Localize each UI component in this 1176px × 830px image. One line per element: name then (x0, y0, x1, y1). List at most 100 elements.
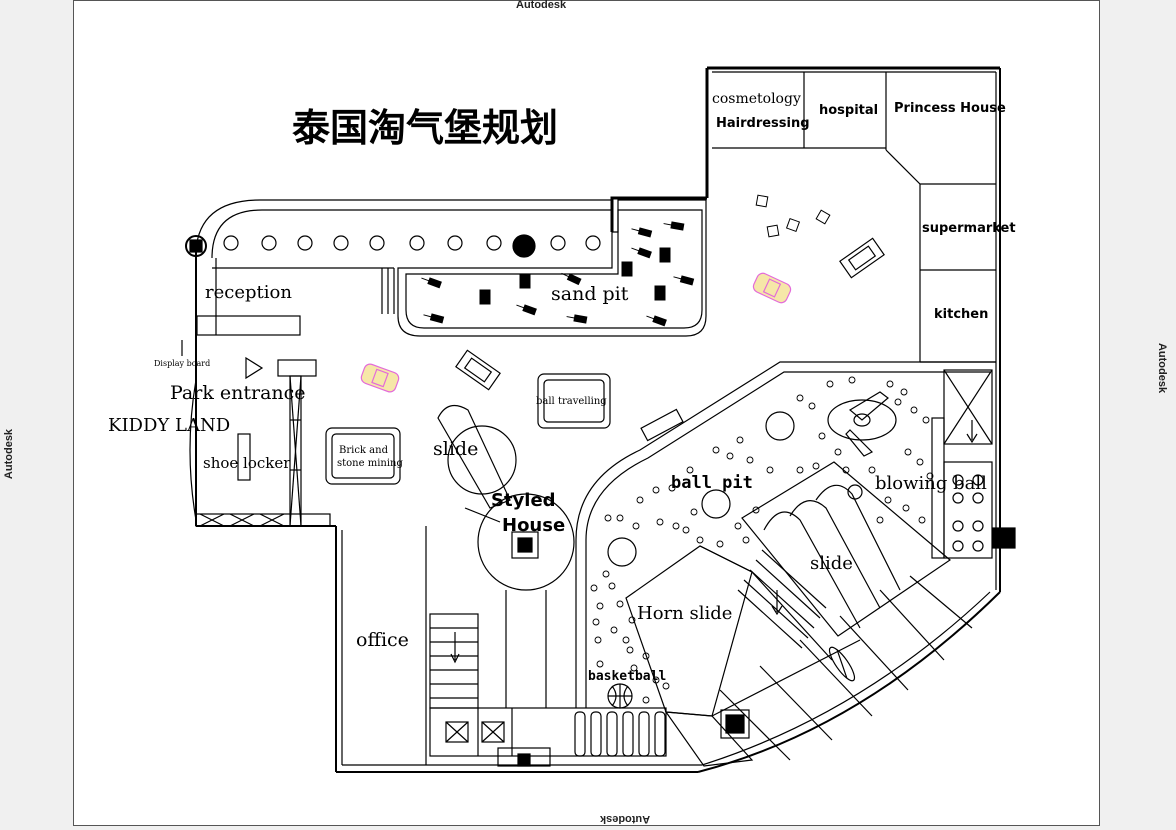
label-slide-right: slide (810, 553, 853, 574)
ball-travelling (537, 373, 611, 429)
blowing-ball (931, 369, 1016, 559)
ball (668, 484, 676, 492)
label-display-board: Display board (154, 359, 210, 368)
ride-on-cart-left (455, 349, 501, 391)
ball (604, 514, 612, 522)
ball (628, 616, 636, 624)
ball (642, 696, 650, 704)
label-sand-pit: sand pit (551, 283, 629, 305)
brick-stone-pit (325, 427, 401, 485)
ball (826, 380, 834, 388)
ball (592, 618, 600, 626)
ball (796, 466, 804, 474)
ball (900, 388, 908, 396)
ball-dots (590, 376, 934, 704)
ball (742, 536, 750, 544)
ball-pit-zone (575, 361, 996, 708)
ball (848, 376, 856, 384)
ball (922, 416, 930, 424)
airplane-ride (827, 391, 897, 457)
ball (812, 462, 820, 470)
ball (616, 600, 624, 608)
label-park-entrance: Park entrance (170, 382, 306, 404)
toy-blocks (755, 194, 831, 238)
ball (904, 448, 912, 456)
ball (712, 446, 720, 454)
label-kiddy-land: KIDDY LAND (108, 415, 230, 436)
circle-row (185, 234, 601, 258)
ball (616, 514, 624, 522)
top-right-rooms (712, 72, 996, 363)
ball (672, 522, 680, 530)
ball (886, 380, 894, 388)
label-ball-pit: ball pit (671, 473, 753, 493)
label-brick-line1: Brick and (339, 445, 389, 456)
ball (746, 456, 754, 464)
reception-area (181, 258, 395, 527)
ball (902, 504, 910, 512)
ball (594, 636, 602, 644)
label-supermarket: supermarket (922, 221, 1016, 236)
ball (642, 652, 650, 660)
label-basketball: basketball (588, 669, 666, 684)
ball (690, 508, 698, 516)
ball (682, 526, 690, 534)
ball (596, 660, 604, 668)
label-reception: reception (205, 282, 292, 303)
plan-title: 泰国淘气堡规划 (292, 106, 558, 150)
label-blowing-ball: blowing ball (875, 473, 987, 494)
ride-on-car-left (360, 363, 400, 393)
ball (916, 458, 924, 466)
sand-toys (421, 221, 695, 327)
ball (656, 518, 664, 526)
ball (818, 432, 826, 440)
label-horn-slide: Horn slide (637, 603, 732, 624)
office-area (425, 526, 667, 767)
slide-right (625, 461, 973, 767)
ride-on-car-right (752, 272, 792, 304)
ball (630, 664, 638, 672)
ball (796, 394, 804, 402)
label-styled-line2: House (502, 515, 565, 536)
sand-pit (397, 199, 707, 337)
ball (652, 486, 660, 494)
ball (884, 496, 892, 504)
ball (622, 636, 630, 644)
styled-house (477, 493, 575, 708)
ball (808, 402, 816, 410)
ball (734, 522, 742, 530)
label-cosmetology: cosmetology (712, 91, 801, 107)
ball (834, 448, 842, 456)
ball (726, 452, 734, 460)
ball (868, 466, 876, 474)
ball (894, 398, 902, 406)
watermark-top: Autodesk (516, 0, 567, 11)
label-ball-travelling: ball travelling (536, 396, 607, 407)
label-hairdressing: Hairdressing (716, 116, 810, 131)
ball (716, 540, 724, 548)
label-styled-line1: Styled (491, 490, 556, 511)
label-kitchen: kitchen (934, 307, 988, 322)
ball (696, 536, 704, 544)
label-slide-left: slide (433, 438, 478, 460)
ball (910, 406, 918, 414)
slide-left (437, 404, 517, 523)
ball (918, 516, 926, 524)
ball (752, 506, 760, 514)
plan-labels: 泰国淘气堡规划 cosmetology Hairdressing hospita… (108, 91, 1016, 684)
ball (632, 522, 640, 530)
ball (626, 646, 634, 654)
label-office: office (356, 629, 409, 651)
ball (610, 626, 618, 634)
ball (602, 570, 610, 578)
label-brick-line2: stone mining (337, 458, 403, 469)
label-shoe-locker: shoe locker (203, 454, 291, 472)
ball (662, 682, 670, 690)
ball (876, 516, 884, 524)
label-hospital: hospital (819, 103, 878, 118)
ball (736, 436, 744, 444)
ball (686, 466, 694, 474)
ball (590, 584, 598, 592)
ball (608, 582, 616, 590)
